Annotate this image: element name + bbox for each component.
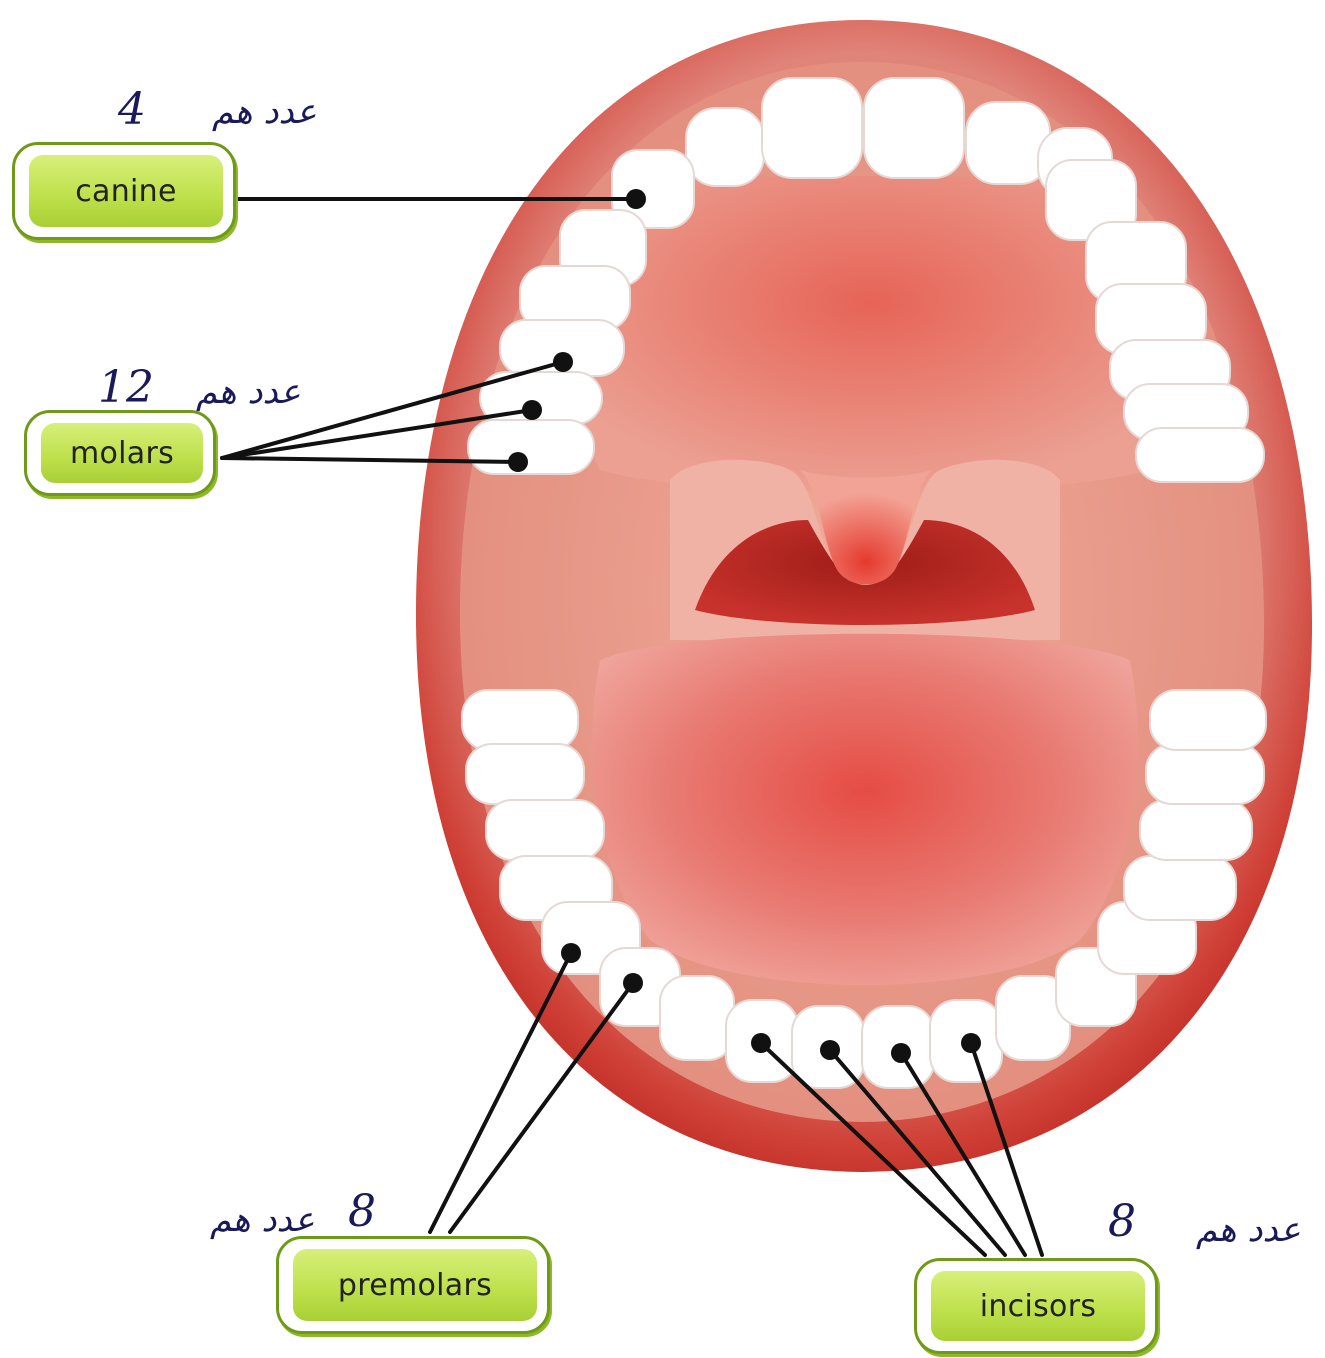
- molar-dot-2: [522, 400, 542, 420]
- upper-tooth: [468, 420, 594, 474]
- canine-label-text: canine: [75, 174, 177, 209]
- canine-label: canine: [12, 142, 236, 240]
- incisors-note: عدد هم: [1196, 1210, 1301, 1250]
- molar-dot-1: [553, 352, 573, 372]
- premolars-label: premolars: [276, 1236, 550, 1334]
- upper-tooth: [1136, 428, 1264, 482]
- upper-tooth: [762, 78, 862, 178]
- upper-tooth: [686, 108, 764, 186]
- incisor-dot-3: [891, 1043, 911, 1063]
- lower-tooth: [1146, 744, 1264, 804]
- canine-dot: [626, 189, 646, 209]
- canine-note: عدد هم: [212, 92, 317, 132]
- premolar-dot-1: [561, 943, 581, 963]
- incisor-dot-4: [961, 1033, 981, 1053]
- molar-dot-3: [508, 452, 528, 472]
- incisor-dot-1: [751, 1033, 771, 1053]
- premolars-label-text: premolars: [338, 1268, 492, 1303]
- upper-tooth: [864, 78, 964, 178]
- lower-tooth: [660, 976, 734, 1060]
- premolars-note: عدد هم: [210, 1200, 315, 1240]
- lower-tooth: [1140, 800, 1252, 860]
- incisors-label-text: incisors: [980, 1289, 1097, 1324]
- tongue: [592, 634, 1137, 985]
- lower-tooth: [1124, 856, 1236, 920]
- premolars-leader-line-1: [430, 953, 571, 1232]
- premolars-count: 8: [348, 1186, 376, 1237]
- premolar-dot-2: [623, 973, 643, 993]
- molars-note: عدد هم: [196, 372, 301, 412]
- incisors-count: 8: [1108, 1196, 1136, 1247]
- lower-tooth: [486, 800, 604, 860]
- molars-label: molars: [24, 410, 216, 496]
- incisor-dot-2: [820, 1040, 840, 1060]
- lower-tooth: [462, 690, 578, 750]
- canine-count: 4: [118, 84, 146, 135]
- molars-count: 12: [98, 362, 154, 413]
- lower-tooth: [466, 744, 584, 804]
- molars-label-text: molars: [70, 436, 174, 471]
- incisors-label: incisors: [914, 1258, 1158, 1354]
- lower-tooth: [1150, 690, 1266, 750]
